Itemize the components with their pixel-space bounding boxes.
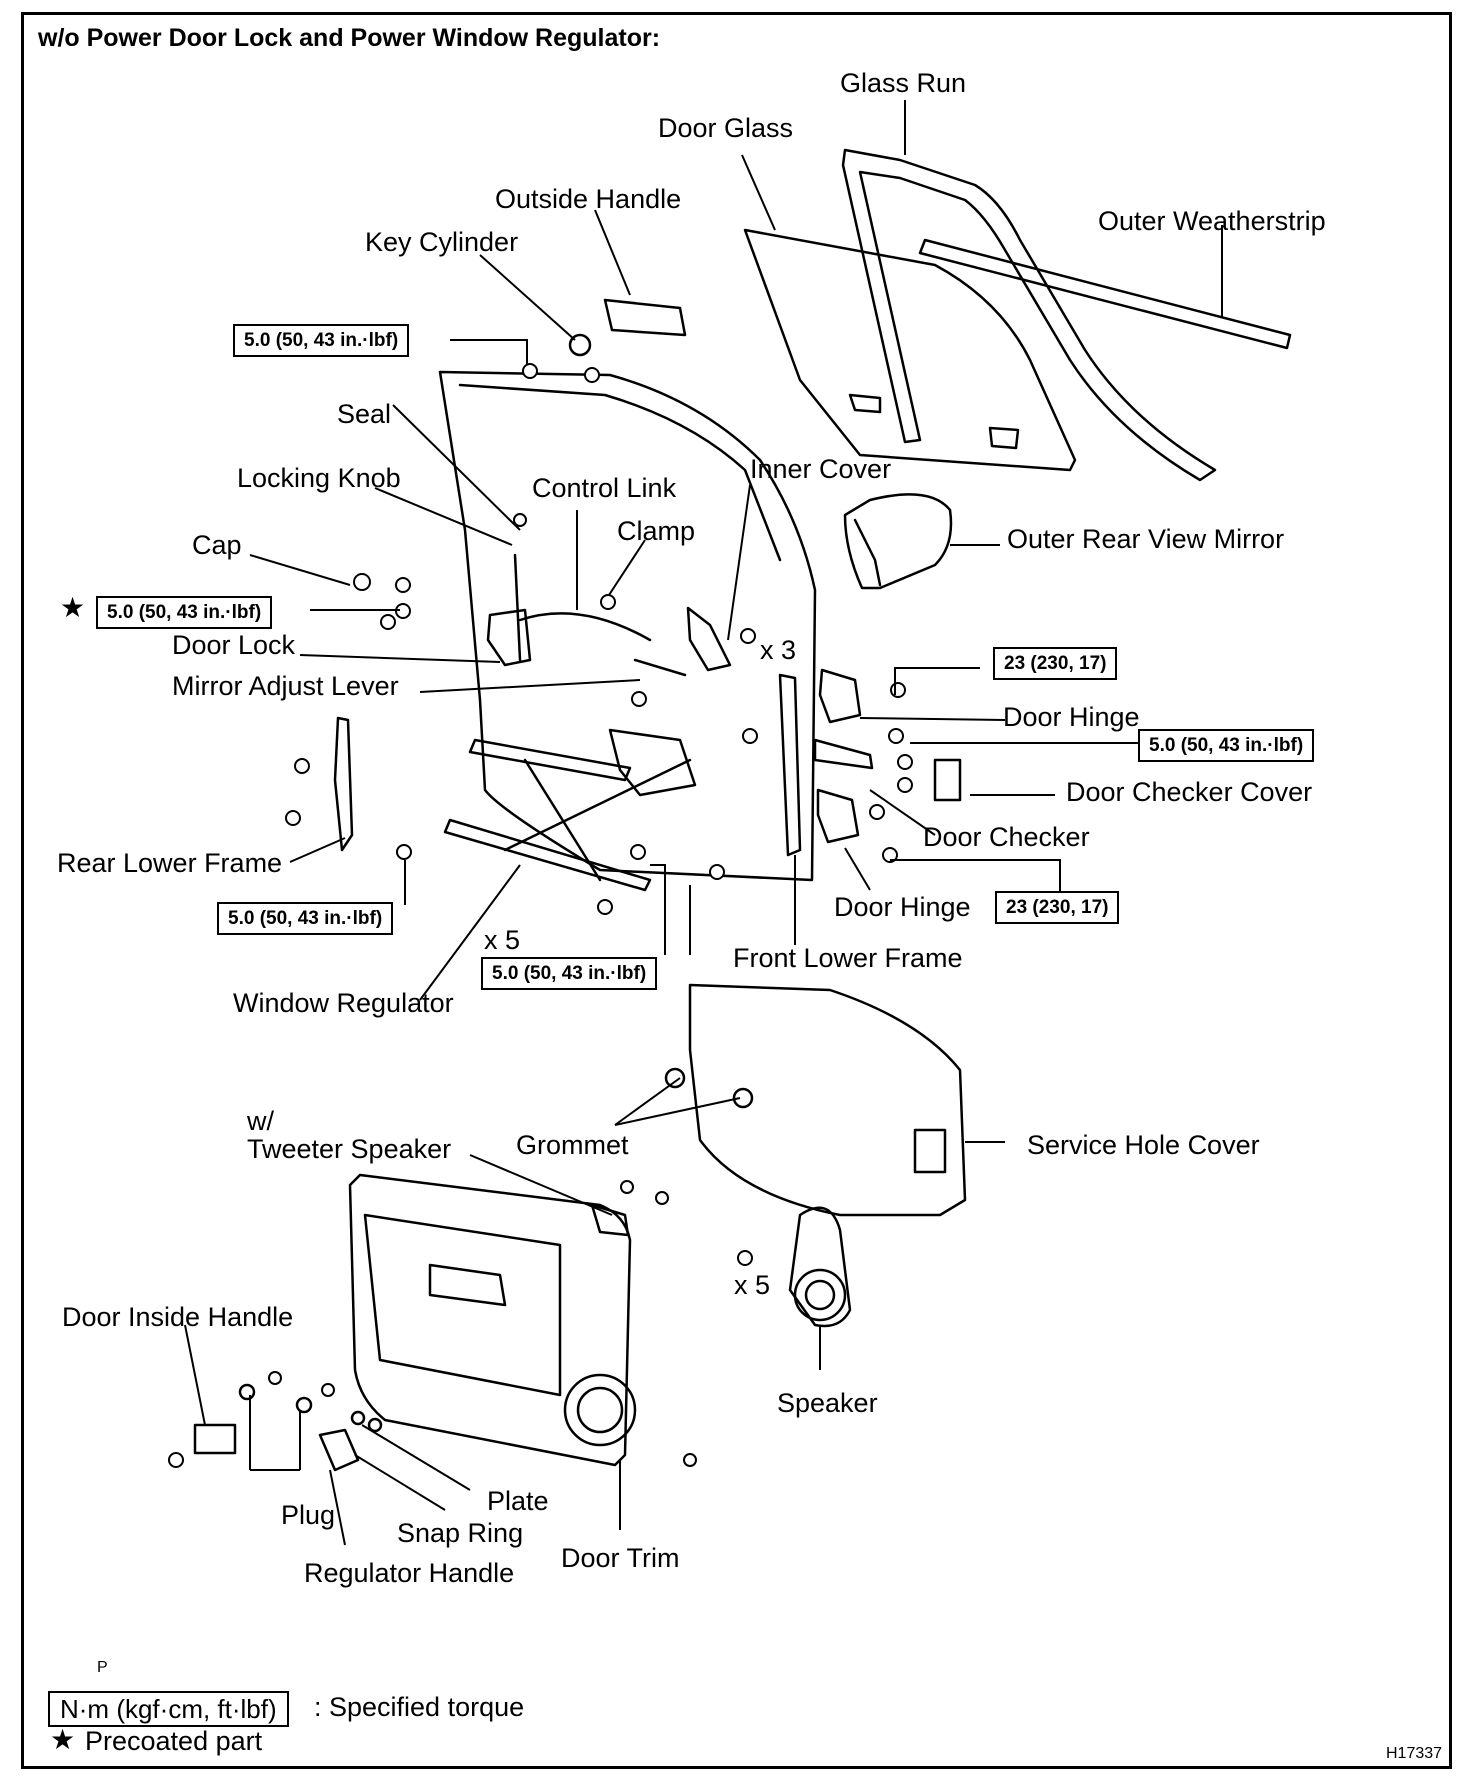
torque-spec-hinge-lower: 23 (230, 17) (995, 891, 1120, 924)
label-door-checker-cover: Door Checker Cover (1066, 777, 1313, 807)
label-inner-cover: Inner Cover (750, 454, 892, 484)
label-x3: x 3 (760, 635, 797, 665)
control-link-part (518, 612, 652, 642)
label-locking-knob: Locking Knob (237, 463, 401, 493)
legend-p-mark: P (97, 1659, 108, 1676)
label-door-trim: Door Trim (561, 1543, 680, 1573)
label-outer-weatherstrip: Outer Weatherstrip (1098, 206, 1326, 236)
torque-spec-hinge-upper: 23 (230, 17) (993, 647, 1118, 680)
label-w-prefix: w/ (247, 1106, 274, 1136)
torque-spec-key-cylinder: 5.0 (50, 43 in.·lbf) (233, 324, 410, 357)
label-door-checker: Door Checker (923, 822, 1090, 852)
door-hinge-upper-part (818, 668, 862, 724)
glass-run-part (841, 148, 1217, 482)
door-glass-part (743, 228, 1077, 472)
window-regulator-part (468, 738, 632, 782)
outside-handle-part (603, 298, 687, 337)
door-hinge-lower-part (816, 788, 860, 844)
label-door-hinge-upper: Door Hinge (1003, 702, 1140, 732)
front-lower-frame-part (778, 673, 802, 857)
door-lock-part (486, 608, 532, 667)
page-title: w/o Power Door Lock and Power Window Reg… (38, 24, 661, 52)
label-tweeter-speaker: Tweeter Speaker (247, 1134, 452, 1164)
label-outside-handle: Outside Handle (495, 184, 682, 214)
label-snap-ring: Snap Ring (397, 1518, 524, 1548)
door-checker-part (813, 738, 874, 770)
label-mirror-adjust-lever: Mirror Adjust Lever (172, 671, 399, 701)
label-grommet: Grommet (516, 1130, 629, 1160)
label-glass-run: Glass Run (840, 68, 967, 98)
torque-spec-rear-lower-frame: 5.0 (50, 43 in.·lbf) (217, 902, 394, 935)
torque-spec-checker: 5.0 (50, 43 in.·lbf) (1138, 729, 1315, 762)
legend-star-icon: ★ (50, 1724, 76, 1755)
label-x5-regulator: x 5 (484, 925, 521, 955)
label-plate: Plate (487, 1486, 549, 1516)
precoated-star-icon: ★ (60, 592, 86, 623)
key-cylinder-part (568, 333, 592, 357)
tweeter-speaker-part (590, 1203, 630, 1237)
label-key-cylinder: Key Cylinder (365, 227, 519, 257)
label-front-lower-frame: Front Lower Frame (733, 943, 963, 973)
label-plug: Plug (281, 1500, 336, 1530)
diagram-frame (21, 12, 1452, 1769)
label-door-glass: Door Glass (658, 113, 794, 143)
label-door-hinge-lower: Door Hinge (834, 892, 971, 922)
legend-torque-unit: N·m (kgf·cm, ft·lbf) (48, 1691, 289, 1727)
legend-precoated: Precoated part (85, 1726, 263, 1756)
regulator-handle-part (318, 1428, 360, 1472)
mirror-part (843, 493, 953, 590)
label-regulator-handle: Regulator Handle (304, 1558, 515, 1588)
label-window-regulator: Window Regulator (233, 988, 454, 1018)
label-rear-lower-frame: Rear Lower Frame (57, 848, 283, 878)
label-door-inside-handle: Door Inside Handle (62, 1302, 294, 1332)
label-cap: Cap (192, 530, 242, 560)
label-speaker: Speaker (777, 1388, 878, 1418)
label-x5-speaker: x 5 (734, 1270, 771, 1300)
door-inside-handle-part (193, 1423, 237, 1455)
outer-weatherstrip-part (918, 238, 1292, 350)
label-outer-rear-view-mirror: Outer Rear View Mirror (1007, 524, 1285, 554)
label-service-hole-cover: Service Hole Cover (1027, 1130, 1260, 1160)
figure-id: H17337 (1386, 1745, 1443, 1762)
service-hole-cover-part (688, 983, 967, 1217)
label-clamp: Clamp (617, 516, 696, 546)
door-shell-part (438, 370, 817, 882)
legend-torque-desc: : Specified torque (314, 1692, 525, 1722)
torque-spec-door-lock: 5.0 (50, 43 in.·lbf) (96, 596, 273, 629)
inner-cover-part (686, 606, 732, 672)
label-control-link: Control Link (532, 473, 677, 503)
label-seal: Seal (337, 399, 392, 429)
torque-spec-regulator: 5.0 (50, 43 in.·lbf) (481, 957, 658, 990)
label-door-lock: Door Lock (172, 630, 296, 660)
rear-lower-frame-part (333, 716, 354, 852)
door-checker-cover-part (933, 758, 962, 802)
